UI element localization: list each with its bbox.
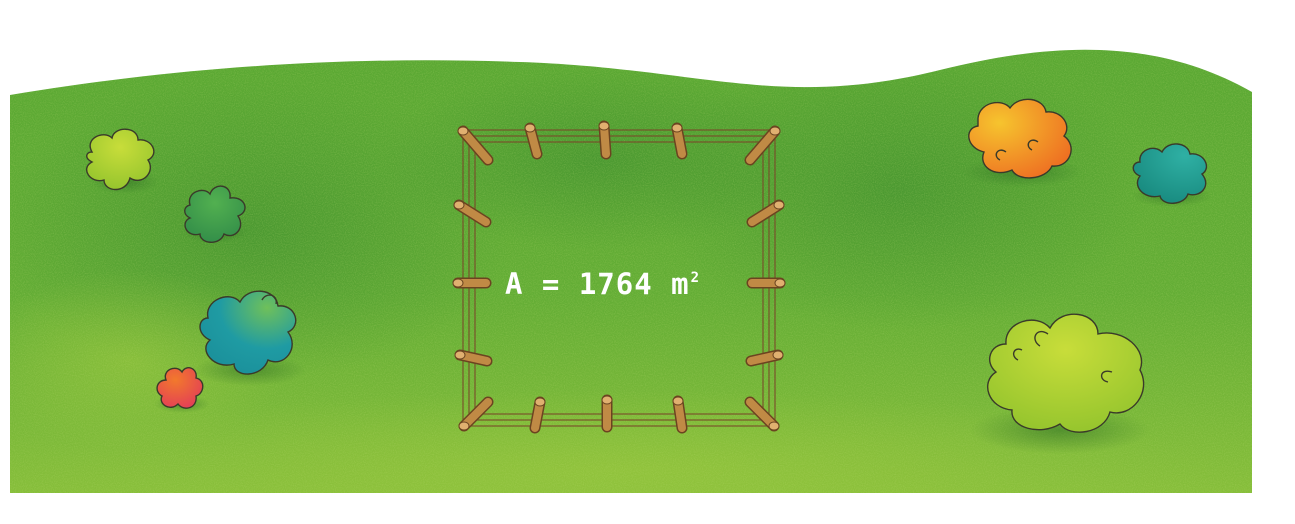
fence [452, 120, 786, 434]
fence-post [672, 395, 688, 434]
bush-lime-large [987, 313, 1145, 433]
bushes [86, 98, 1212, 454]
bush-lime-small [86, 128, 155, 191]
fence-post [529, 396, 546, 434]
bush-teal [199, 290, 297, 375]
fence-post [746, 277, 786, 289]
bush-teal-right [1132, 143, 1208, 204]
bush-red [156, 367, 204, 409]
fence-post [745, 349, 784, 367]
fence-post [601, 394, 613, 433]
fence-post [598, 120, 612, 160]
bush-green-small [184, 185, 246, 243]
area-label: A = 1764 m2 [505, 256, 735, 301]
fence-post [458, 396, 494, 432]
fence-post [744, 125, 781, 166]
fence-posts [452, 120, 786, 434]
fence-post [671, 122, 688, 160]
fence-post [744, 396, 780, 432]
fence-post [453, 199, 492, 228]
fence-post [524, 122, 543, 160]
area-label-exponent: 2 [690, 270, 701, 286]
fence-post [452, 277, 492, 289]
fence-post [454, 349, 493, 367]
fence-post [457, 125, 494, 166]
bush-orange [968, 98, 1072, 179]
fence-post [746, 199, 785, 228]
area-label-text: A = 1764 m [505, 267, 690, 301]
